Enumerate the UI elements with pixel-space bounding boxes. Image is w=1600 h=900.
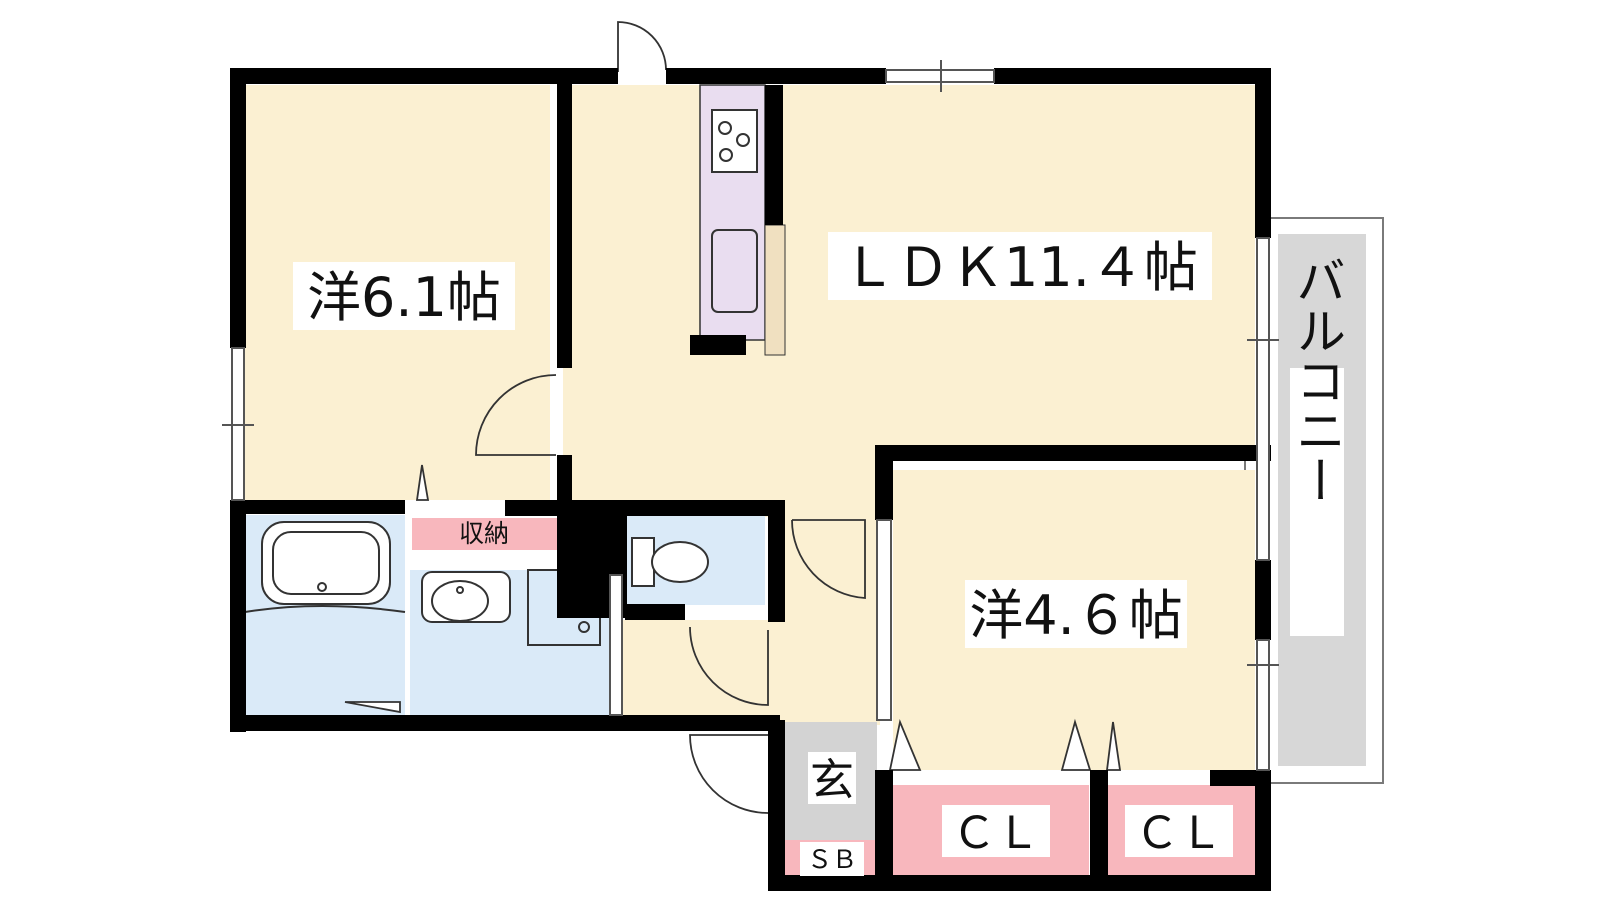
label-backgrounds: [293, 232, 1344, 876]
fixtures: [244, 109, 758, 646]
closet-b-label: ＣＬ: [1135, 808, 1223, 859]
toilet-icon: [631, 537, 709, 587]
balcony-label: バルコニー: [1288, 255, 1346, 505]
bathtub-icon: [244, 521, 406, 613]
door-swings: [344, 21, 1122, 814]
walls: [230, 68, 1271, 891]
windows: [222, 60, 1279, 771]
stove-icon: [711, 109, 758, 173]
western-room-a-label: 洋6.1帖: [307, 266, 501, 329]
floors: [245, 84, 1255, 880]
kitchen-side: [764, 224, 786, 356]
closet-a-label: ＣＬ: [952, 808, 1040, 859]
storage-label: 収納: [459, 519, 509, 548]
ldk-label: ＬＤＫ11.４帖: [842, 236, 1198, 299]
shoe-box-label: ＳＢ: [807, 845, 857, 874]
washbasin-icon: [421, 571, 511, 623]
sink-icon: [711, 229, 758, 313]
western-room-b-label: 洋4.６帖: [969, 584, 1183, 647]
storage-floor: [412, 518, 557, 550]
entrance-label: 玄: [810, 755, 854, 806]
